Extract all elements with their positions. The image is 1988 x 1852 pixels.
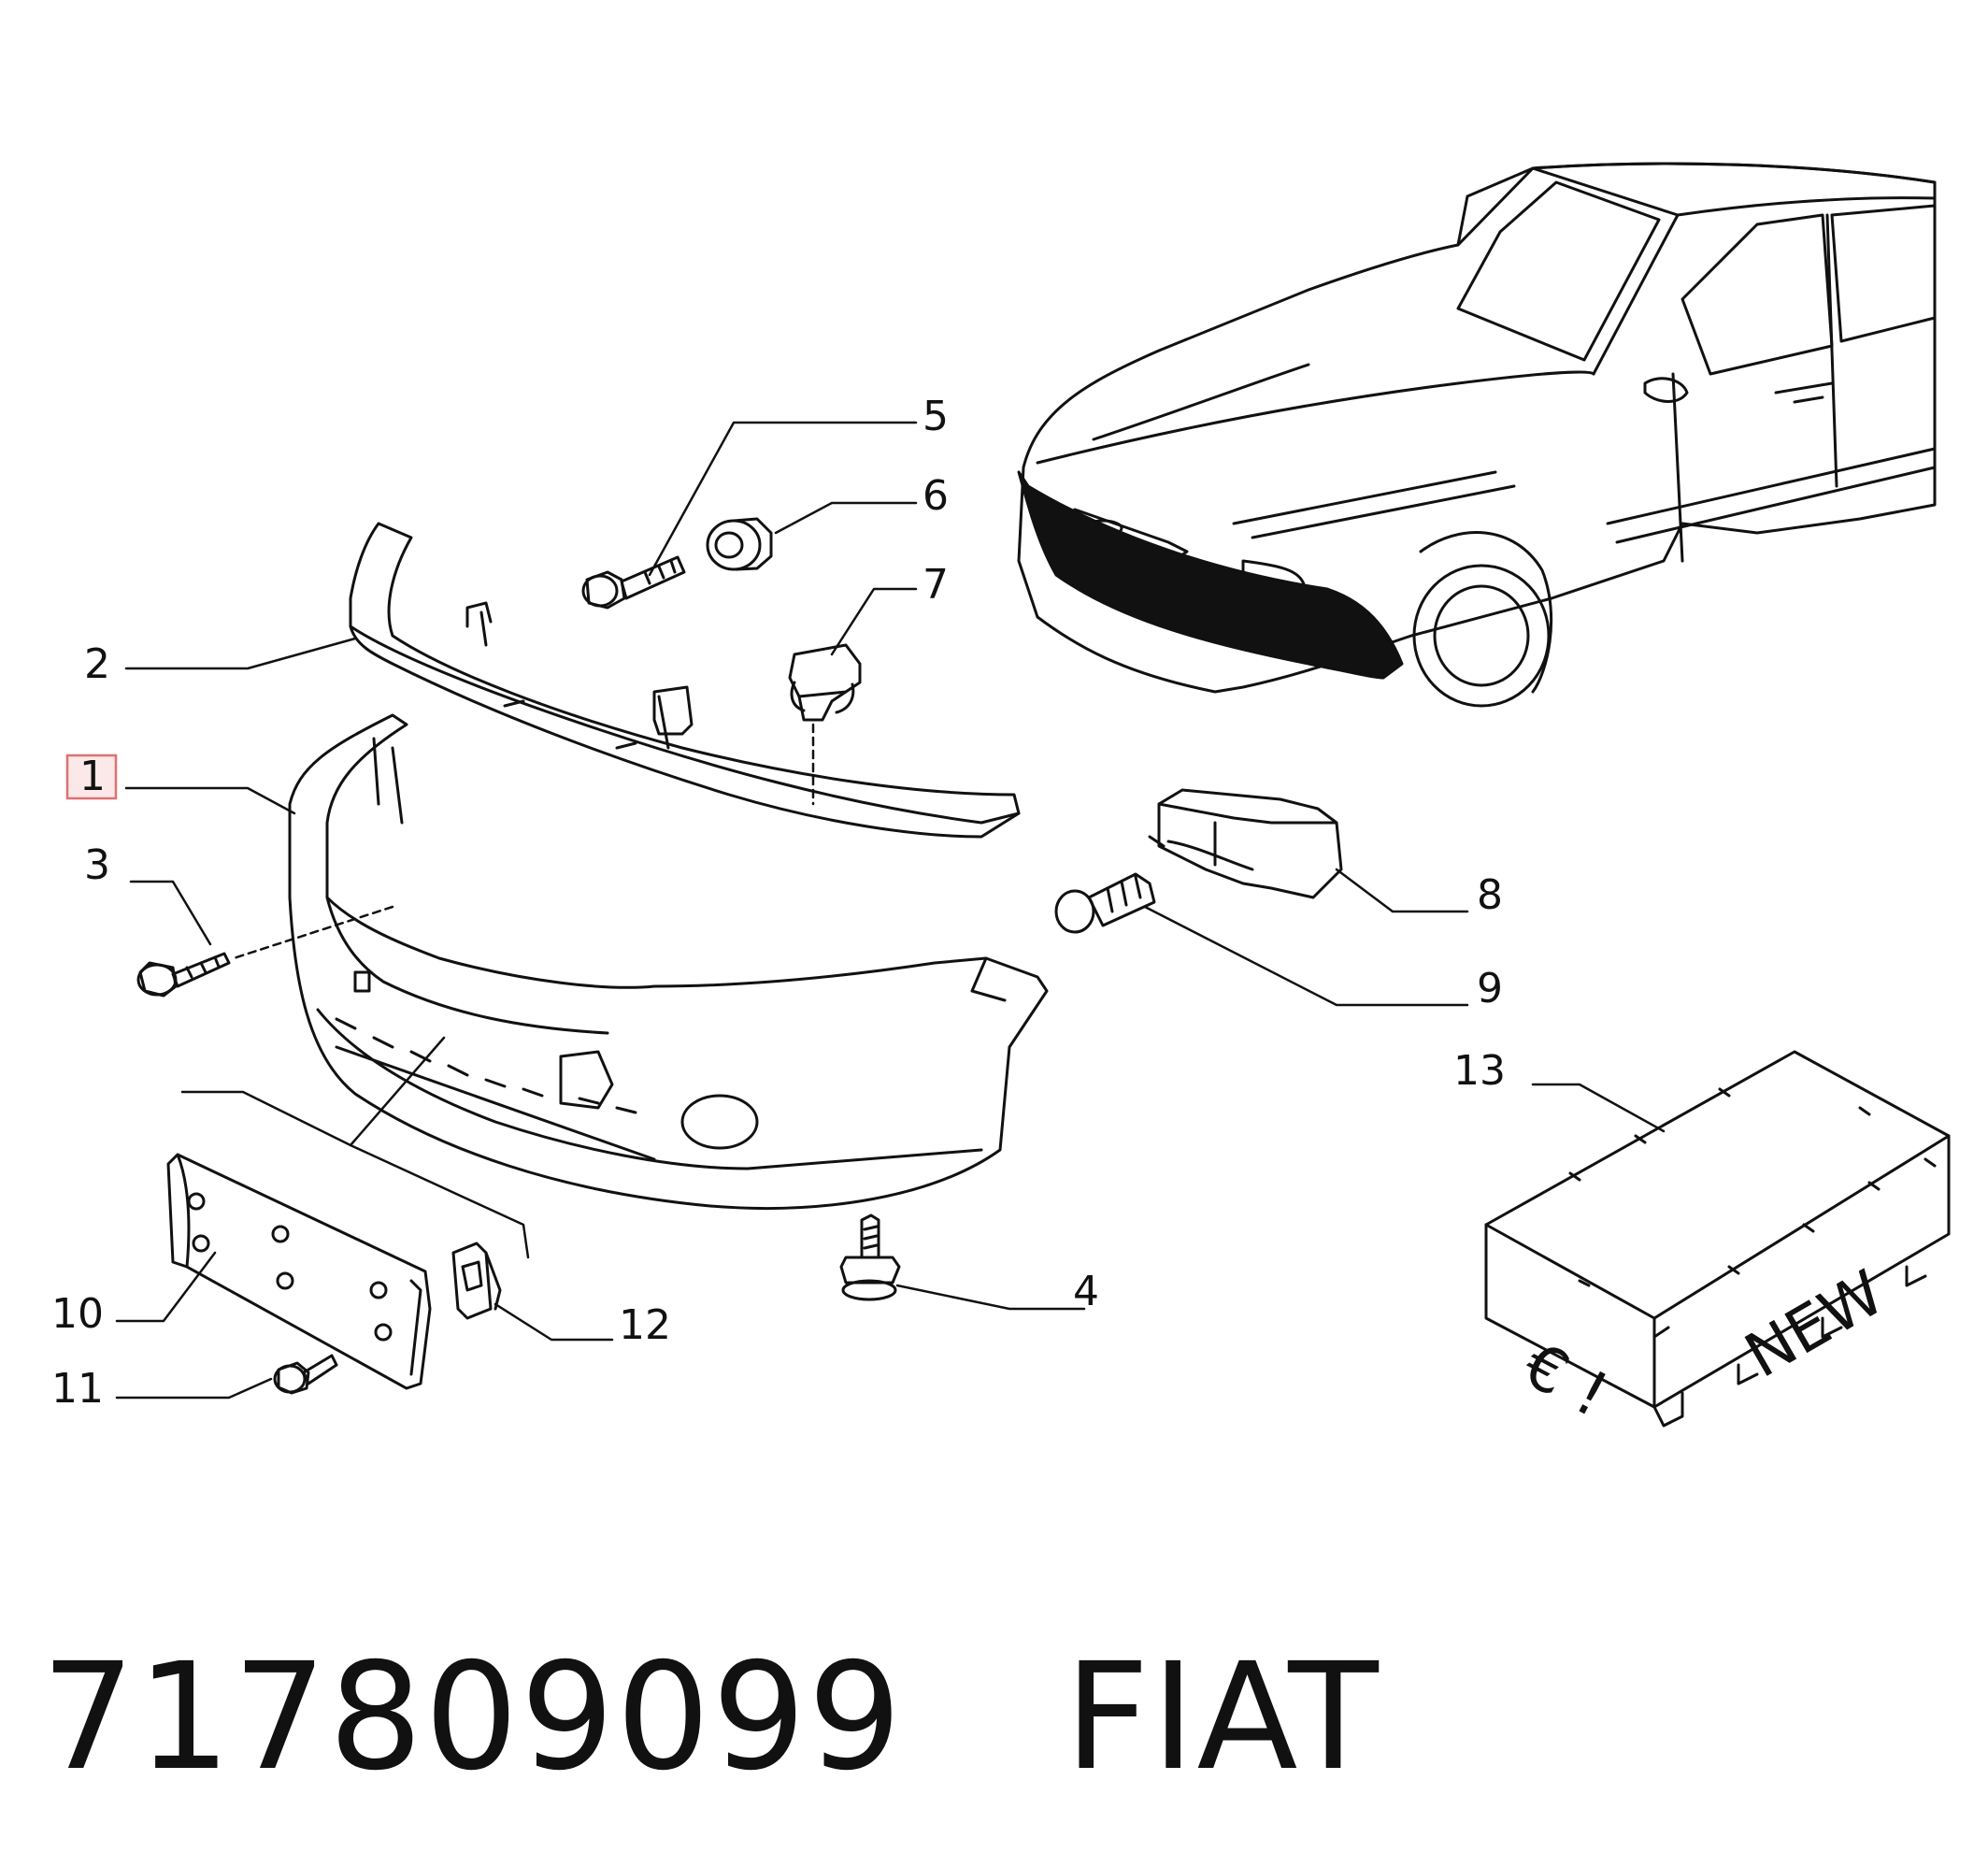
part-10-plate-bracket: [166, 1153, 432, 1390]
part-9-push-clip: [1054, 872, 1156, 934]
part-11-screw: [273, 1354, 338, 1395]
part-8-bracket: [1148, 788, 1343, 899]
callout-2: 2: [84, 640, 110, 688]
callout-labels: 1 2 3 4 5 6 7 8 9 10 11 12 13: [51, 393, 1506, 1413]
car-illustration: [1017, 162, 1937, 708]
part-6-cap: [706, 517, 773, 571]
part-number: 717809099: [41, 1631, 904, 1803]
part-caption: 717809099 FIAT: [41, 1631, 1380, 1803]
crate-euro-symbol: € !: [1511, 1328, 1619, 1431]
callout-10: 10: [51, 1290, 104, 1338]
part-7-clip: [788, 643, 862, 722]
part-5-stud: [581, 555, 686, 610]
bumper-grille-slots: [335, 1017, 637, 1114]
part-13-crate: [1484, 1050, 1951, 1428]
callout-11: 11: [51, 1365, 104, 1413]
part-1-front-bumper: [288, 713, 1049, 1210]
callout-1: 1: [79, 753, 106, 800]
part-4-bolt: [839, 1213, 901, 1301]
callout-7: 7: [922, 561, 949, 609]
callout-4: 4: [1073, 1268, 1099, 1315]
part-3-screw: [136, 952, 231, 998]
callout-5: 5: [922, 393, 949, 440]
crate-new-label: NEW: [1734, 1256, 1896, 1392]
leader-lines: [115, 421, 1666, 1400]
callout-9: 9: [1477, 965, 1503, 1012]
callout-3: 3: [84, 841, 110, 889]
callout-8: 8: [1477, 871, 1503, 919]
part-2-beam: [349, 522, 1021, 839]
callout-6: 6: [922, 472, 949, 520]
brand-name: FIAT: [1064, 1631, 1380, 1803]
callout-12: 12: [619, 1301, 671, 1349]
part-1-highlight-box: [65, 754, 118, 800]
callout-13: 13: [1453, 1047, 1506, 1095]
part-12-clip-nut: [451, 1242, 502, 1320]
